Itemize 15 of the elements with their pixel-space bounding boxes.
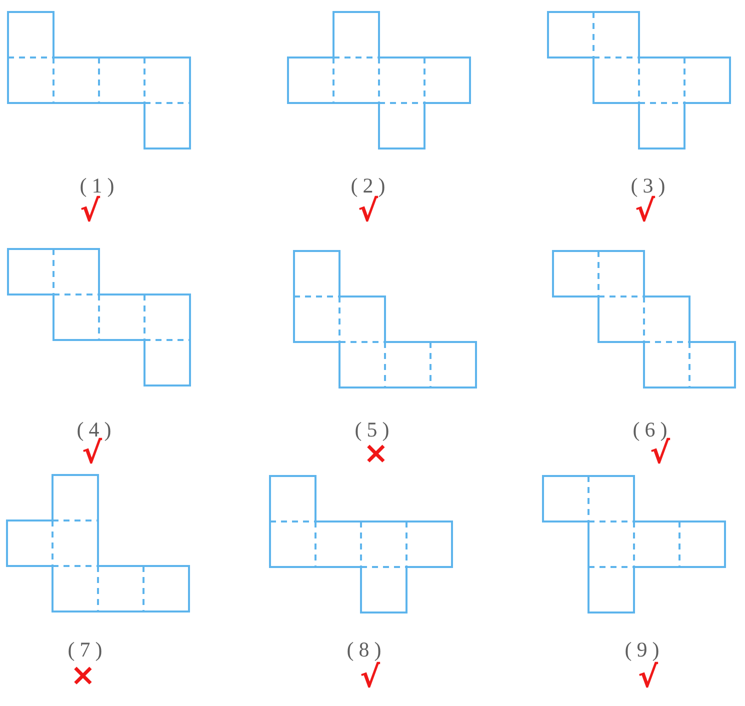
grading-mark: √ [82,439,102,469]
figure-number: (1) [78,176,120,196]
grading-mark: √ [358,197,378,227]
grading-mark: √ [635,197,655,227]
figure-number: (5) [354,420,394,440]
figure-number: (9) [624,640,664,660]
figure-number: (3) [630,176,670,196]
figure-number: (8) [346,640,386,660]
figure-number: (7) [66,640,108,660]
grading-mark: √ [638,663,658,693]
grading-mark: × [70,661,96,691]
grading-mark: √ [360,663,380,693]
figure-number: (2) [350,176,390,196]
grading-mark: × [363,439,389,469]
grading-mark: √ [80,197,100,227]
